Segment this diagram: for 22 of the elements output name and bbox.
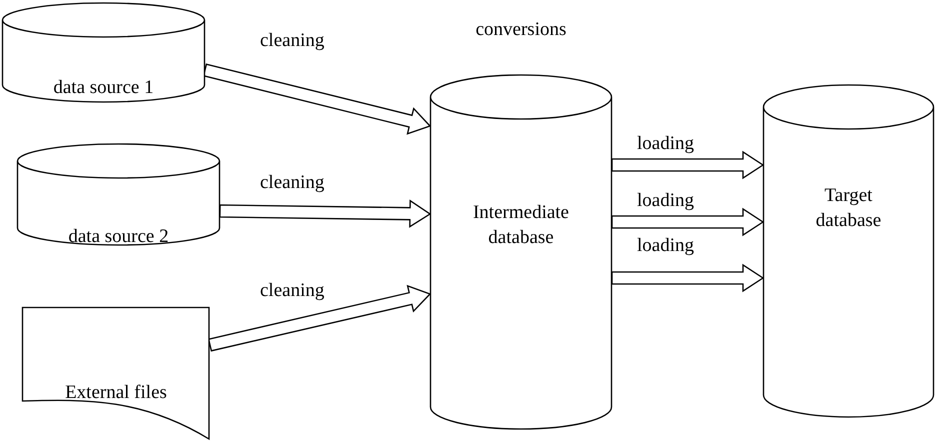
hollow-arrow (611, 150, 764, 180)
document-shape (22, 307, 210, 440)
hollow-arrow (208, 284, 432, 352)
edge-label: cleaning (258, 280, 326, 302)
edge-label: loading (635, 235, 696, 257)
hollow-arrow (202, 63, 432, 135)
edge-label: loading (635, 190, 696, 212)
node-label: data source 2 (67, 225, 170, 249)
data-source-cylinder (17, 144, 220, 246)
data-source-cylinder (2, 3, 205, 103)
edge-label: cleaning (258, 172, 326, 194)
node-caption: conversions (474, 18, 568, 42)
node-label: External files (64, 381, 168, 405)
hollow-arrow (611, 208, 764, 236)
node-label: Target database (814, 184, 882, 233)
edge-label: cleaning (258, 30, 326, 52)
hollow-arrow (219, 200, 432, 228)
edge-label: loading (635, 133, 696, 155)
hollow-arrow (611, 264, 764, 292)
database-cylinder (763, 85, 934, 418)
node-label: Intermediate database (472, 201, 570, 250)
node-label: data source 1 (52, 76, 155, 100)
